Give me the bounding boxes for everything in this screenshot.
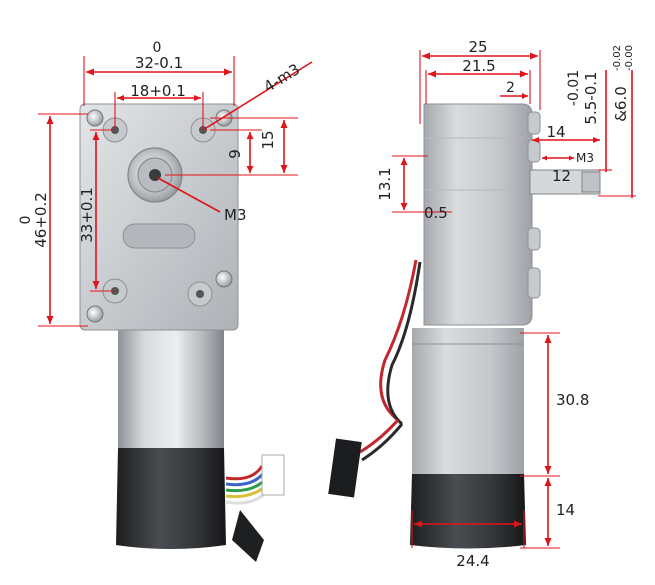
- shaft-thread-leader: [157, 177, 221, 213]
- motor-dia-label: 24.4: [456, 552, 489, 570]
- plate-slot: [122, 223, 196, 249]
- shaft-dia-label: &6.0: [612, 86, 630, 122]
- side-encoder-cap: [410, 474, 526, 549]
- hole-spec-leader: [202, 61, 313, 131]
- side-cable: [328, 259, 422, 498]
- offset-dim-label: 13.1: [376, 167, 394, 200]
- hole-spec-label: 4-m3: [260, 60, 303, 96]
- mount-hole: [111, 126, 119, 134]
- side-view: 25 21.5 2 14 M3 12 -0.01 5.5-0.1 &6.0 -0…: [328, 38, 636, 570]
- gearbox-depth-label: 21.5: [462, 57, 495, 75]
- front-view: 0 32-0.1 18+0.1 4-m3 15 9 0 46+0.2 33+0.…: [18, 40, 313, 562]
- side-gearbox: [423, 103, 533, 326]
- front-cable: [225, 454, 285, 562]
- mount-hole: [196, 290, 204, 298]
- side-motor-can: [412, 328, 524, 476]
- encoder-len-label: 14: [556, 501, 575, 519]
- shaft-dia-tol-upper: -0.02: [612, 45, 623, 71]
- motor-can: [118, 318, 224, 450]
- height-tol-label: 0: [18, 216, 34, 225]
- width-dim-label: 32-0.1: [135, 54, 183, 72]
- hole-spacing-label: 18+0.1: [130, 82, 186, 100]
- side-shaft-thread-label: M3: [576, 151, 594, 165]
- encoder-cap: [116, 448, 226, 549]
- offset-small-label: 0.5: [424, 204, 448, 222]
- gearbox-plate: [79, 103, 239, 331]
- height-dim-label: 46+0.2: [32, 192, 50, 248]
- connector: [328, 438, 362, 498]
- dim-9-label: 9: [226, 149, 244, 159]
- motor-len-label: 30.8: [556, 391, 589, 409]
- screw: [86, 109, 104, 127]
- mount-hole: [111, 287, 119, 295]
- shaft-dia-tol-lower: -0.00: [624, 45, 635, 71]
- shaft-thread-label: M3: [224, 206, 247, 224]
- shaft-flat-tol-label: -0.01: [566, 70, 582, 106]
- depth-dim-label: 25: [468, 38, 487, 56]
- dim-15-label: 15: [259, 130, 277, 149]
- width-tol-label: 0: [153, 40, 162, 56]
- shaft-flat-label: 5.5-0.1: [582, 71, 600, 124]
- shaft-12-label: 12: [552, 167, 571, 185]
- screw: [86, 305, 104, 323]
- screw: [215, 270, 233, 288]
- dim-2-label: 2: [506, 80, 515, 96]
- shaft-len-label: 14: [546, 123, 565, 141]
- hole-vertical-label: 33+0.1: [78, 187, 96, 243]
